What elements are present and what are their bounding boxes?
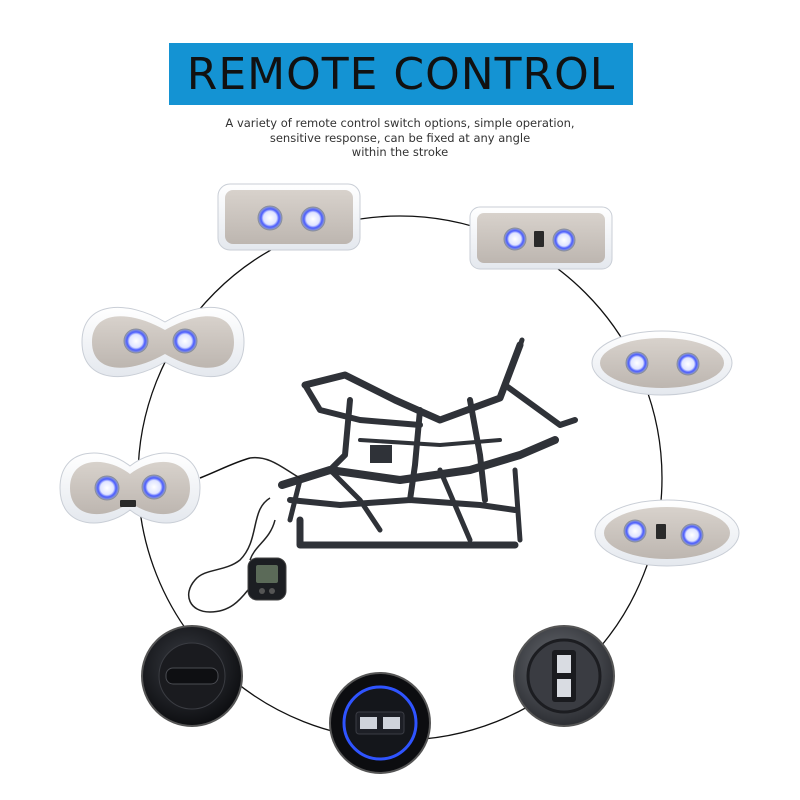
title-banner: REMOTE CONTROL <box>169 43 633 105</box>
button-icon <box>300 206 326 232</box>
two-button-usb-oval-panel-left <box>59 452 251 524</box>
usb-port-icon <box>534 231 544 247</box>
button-icon <box>625 351 649 375</box>
cable <box>249 456 301 479</box>
button-icon <box>269 588 275 594</box>
usb-port-icon <box>360 717 377 729</box>
round-dual-usb-blue-ring <box>329 672 431 774</box>
recliner-mechanism-frame <box>278 337 578 549</box>
two-button-usb-oval-panel-right <box>594 499 740 567</box>
lcd-screen <box>256 565 278 583</box>
button-icon <box>552 228 576 252</box>
cable <box>249 519 276 561</box>
button-icon <box>257 205 283 231</box>
button-icon <box>503 227 527 251</box>
button-icon <box>680 523 704 547</box>
button-icon <box>141 474 167 500</box>
usb-port-icon <box>656 524 666 539</box>
usb-port-icon <box>557 679 571 697</box>
button-icon <box>623 519 647 543</box>
rotary-knob-icon <box>165 667 219 685</box>
description-line-2: sensitive response, can be fixed at any … <box>269 130 531 145</box>
description-line-3: within the stroke <box>351 145 449 159</box>
button-icon <box>94 475 120 501</box>
button-icon <box>172 328 198 354</box>
page-title: REMOTE CONTROL <box>186 48 616 100</box>
button-icon <box>676 352 700 376</box>
two-button-rectangular-panel <box>217 183 361 251</box>
button-icon <box>259 588 265 594</box>
round-dual-usb-dark <box>513 625 615 727</box>
usb-port-icon <box>383 717 400 729</box>
round-rotary-switch <box>141 625 243 727</box>
description: A variety of remote control switch optio… <box>200 116 600 160</box>
handheld-lcd-remote <box>247 557 287 601</box>
two-button-oval-panel-right <box>591 330 733 396</box>
usb-port-icon <box>557 655 571 673</box>
description-line-1: A variety of remote control switch optio… <box>225 116 575 130</box>
button-icon <box>123 328 149 354</box>
two-button-usb-rectangular-panel <box>469 206 613 270</box>
cable <box>188 497 271 613</box>
usb-port-icon <box>120 500 136 507</box>
two-button-oval-panel-left <box>81 306 245 378</box>
